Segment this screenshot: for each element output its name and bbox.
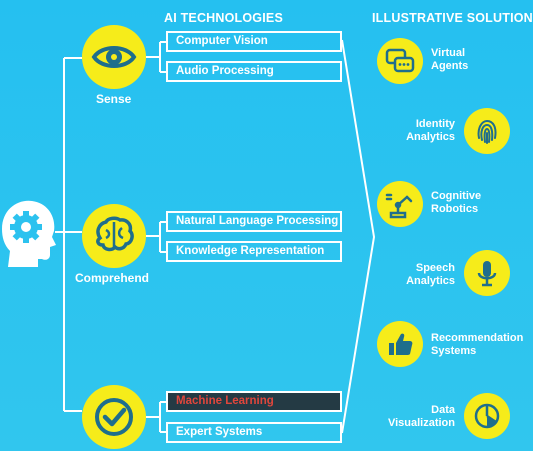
solution-line2: Agents [431, 60, 469, 72]
solution-identity-analytics: Identity Analytics [406, 118, 455, 144]
solution-line1: Virtual [431, 47, 466, 59]
sense-circle [82, 25, 146, 89]
solution-data-visualization: Data Visualization [388, 404, 455, 430]
tech-box-audio-processing: Audio Processing [166, 61, 342, 82]
solution-line2: Systems [431, 345, 477, 357]
recommendation-systems-circle [377, 321, 423, 367]
data-visualization-circle [464, 393, 510, 439]
fingerprint-icon [477, 119, 497, 144]
virtual-agents-circle [377, 38, 423, 84]
act-circle [82, 385, 146, 449]
illustrative-solutions-header: ILLUSTRATIVE SOLUTIONS [372, 11, 533, 25]
pie-chart-icon [474, 403, 500, 429]
tech-box-computer-vision: Computer Vision [166, 31, 342, 52]
solution-recommendation-systems: Recommendation Systems [431, 332, 523, 358]
category-label-comprehend: Comprehend [75, 271, 150, 285]
solution-virtual-agents: Virtual Agents [431, 47, 468, 73]
ai-technologies-header: AI TECHNOLOGIES [164, 11, 283, 25]
thumbs-up-icon [389, 333, 413, 355]
category-label-sense: Sense [96, 92, 132, 106]
eye-icon [91, 46, 137, 68]
solution-line2: Analytics [406, 131, 455, 143]
chat-bubbles-icon [385, 48, 415, 73]
robot-arm-icon [385, 193, 413, 219]
checkmark-icon [95, 398, 133, 436]
solution-line2: Visualization [387, 417, 455, 429]
solution-line1: Cognitive [431, 190, 482, 202]
solution-line1: Identity [415, 118, 455, 130]
solution-line2: Analytics [406, 275, 455, 287]
solution-speech-analytics: Speech Analytics [406, 262, 455, 288]
tech-box-machine-learning: Machine Learning [166, 391, 342, 412]
brain-icon [96, 216, 134, 252]
solution-line1: Data [431, 404, 455, 416]
solution-cognitive-robotics: Cognitive Robotics [431, 190, 481, 216]
identity-analytics-circle [464, 108, 510, 154]
speech-analytics-circle [464, 250, 510, 296]
tech-box-knowledge-representation: Knowledge Representation [166, 241, 342, 262]
solution-line2: Robotics [431, 203, 479, 215]
tech-box-expert-systems: Expert Systems [166, 422, 342, 443]
microphone-icon [477, 261, 497, 287]
tech-box-natural-language-processing: Natural Language Processing [166, 211, 342, 232]
cognitive-robotics-circle [377, 181, 423, 227]
solution-line1: Speech [415, 262, 455, 274]
solution-line1: Recommendation [431, 332, 524, 344]
head-gear-icon [0, 197, 58, 267]
comprehend-circle [82, 204, 146, 268]
